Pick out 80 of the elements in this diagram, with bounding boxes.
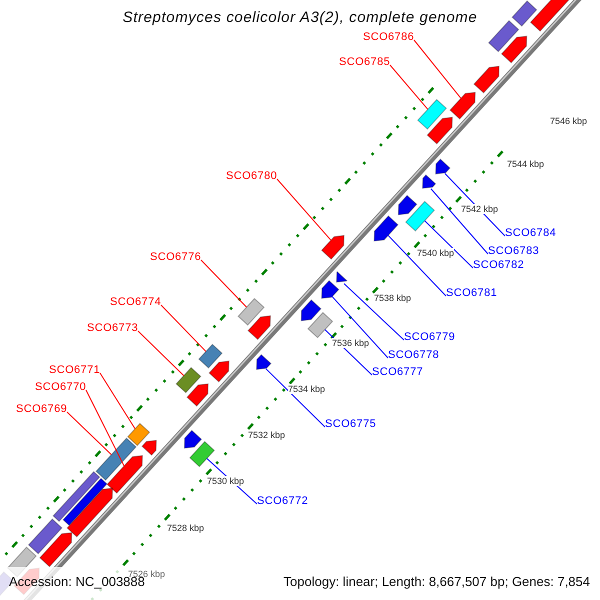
gene-pentagon [398, 194, 418, 216]
scale-label: 7546 kbp [550, 116, 588, 126]
gene-pentagon [39, 532, 72, 568]
gene-label: SCO6780 [226, 170, 278, 182]
gene-pentagon [300, 299, 322, 322]
gene-label: SCO6779 [404, 331, 456, 343]
gene-label: SCO6785 [339, 56, 390, 68]
scale-label: 7528 kbp [167, 523, 204, 533]
gene-label: SCO6784 [505, 227, 556, 239]
scale-label: 7544 kbp [507, 159, 544, 169]
gene-pentagon [256, 354, 272, 370]
gene-label: SCO6781 [446, 287, 498, 299]
leader-line [430, 188, 488, 254]
gene-label: SCO6775 [325, 418, 376, 430]
gene-pentagon [374, 215, 399, 242]
gene-label: SCO6772 [257, 495, 308, 507]
scale-label: 7534 kbp [288, 384, 326, 394]
gene-pentagon [184, 430, 202, 449]
scale-label: 7536 kbp [332, 338, 370, 348]
gene-label: SCO6776 [150, 251, 202, 263]
leader-line [100, 372, 136, 430]
gene-box [95, 438, 137, 481]
diagram-title: Streptomyces coelicolor A3(2), complete genome [122, 9, 478, 26]
leader-line [86, 390, 125, 466]
gene-label: SCO6773 [87, 322, 138, 334]
gene-box [512, 0, 538, 27]
gene-label: SCO6777 [372, 366, 424, 378]
gene-label: SCO6786 [363, 31, 414, 43]
footer-text: Topology: linear; Length: 8,667,507 bp; Genes: 7,854 [284, 574, 590, 589]
gene-pentagon [66, 488, 114, 538]
leader-line [138, 330, 184, 376]
gene-pentagon [422, 174, 436, 189]
gene-box [28, 518, 63, 554]
gene-pentagon [500, 36, 528, 64]
gene-pentagon [321, 280, 340, 299]
leader-line [265, 368, 326, 428]
gene-pentagon [186, 383, 209, 407]
gene-pentagon [435, 158, 451, 174]
gene-box [52, 471, 100, 522]
gene-box [198, 344, 223, 369]
gene-label: SCO6770 [35, 381, 86, 393]
gene-pentagon [449, 92, 476, 120]
gene-label: SCO6782 [473, 259, 524, 271]
gene-pentagon [530, 0, 570, 32]
gene-box [189, 440, 215, 468]
scale-label: 7538 kbp [374, 293, 412, 303]
gene-box [417, 98, 447, 130]
scale-label: 7532 kbp [248, 430, 286, 440]
gene-box [127, 422, 150, 446]
leader-line [390, 64, 428, 110]
gene-pentagon [141, 440, 157, 456]
leader-line [414, 40, 462, 99]
gene-pentagon [336, 271, 348, 283]
leader-line [160, 304, 206, 352]
leader-line [332, 296, 388, 358]
gene-pentagon [247, 315, 271, 340]
gene-box [405, 200, 435, 232]
gene-box [62, 478, 108, 526]
gene-box [238, 298, 265, 326]
leader-line [344, 283, 404, 340]
gene-pentagon [426, 116, 453, 144]
gene-pentagon [208, 360, 230, 382]
gene-label: SCO6783 [488, 245, 540, 257]
gene-pentagon [473, 66, 500, 94]
gene-box [176, 366, 202, 394]
gene-box [307, 312, 334, 338]
gene-label: SCO6771 [49, 364, 100, 376]
leader-line [276, 178, 332, 241]
leader-line [66, 412, 112, 456]
gene-label: SCO6778 [388, 349, 440, 361]
gene-pentagon [321, 234, 345, 260]
leader-line [388, 234, 446, 296]
scale-label: 7542 kbp [461, 204, 498, 214]
scale-label: 7530 kbp [207, 476, 244, 486]
gene-pentagon [106, 455, 143, 494]
gene-label: SCO6774 [110, 296, 162, 308]
scale-label: 7540 kbp [417, 248, 454, 258]
leader-line [200, 260, 248, 308]
gene-box [488, 20, 520, 52]
gene-label: SCO6769 [16, 403, 68, 415]
